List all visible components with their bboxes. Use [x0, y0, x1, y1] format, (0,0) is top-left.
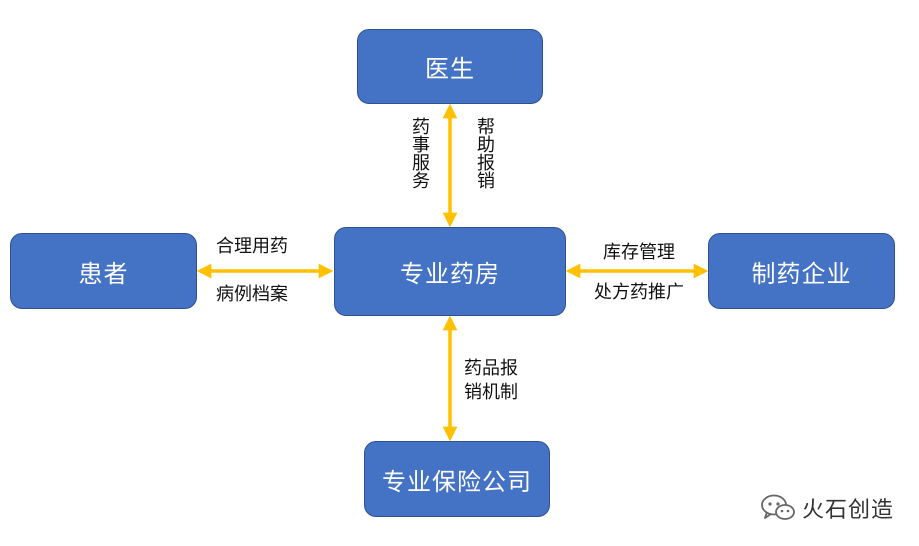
label-prescription-promotion: 处方药推广	[594, 282, 684, 303]
node-patient: 患者	[10, 233, 197, 309]
label-medical-records: 病例档案	[216, 284, 288, 305]
label-help-reimbursement: 帮助报销	[474, 117, 495, 189]
label-drug-reimbursement-mechanism: 药品报销机制	[464, 358, 518, 403]
label-inventory-management: 库存管理	[603, 242, 675, 263]
node-professional-pharmacy: 专业药房	[334, 227, 566, 316]
watermark-text: 火石创造	[802, 498, 895, 523]
wechat-icon	[761, 494, 795, 520]
node-pharma-company: 制药企业	[708, 233, 895, 309]
label-rational-medication: 合理用药	[216, 236, 288, 257]
label-pharmacy-services: 药事服务	[409, 117, 430, 189]
watermark: 火石创造	[760, 492, 894, 524]
node-doctor: 医生	[357, 29, 543, 104]
node-insurance-company: 专业保险公司	[364, 441, 550, 517]
